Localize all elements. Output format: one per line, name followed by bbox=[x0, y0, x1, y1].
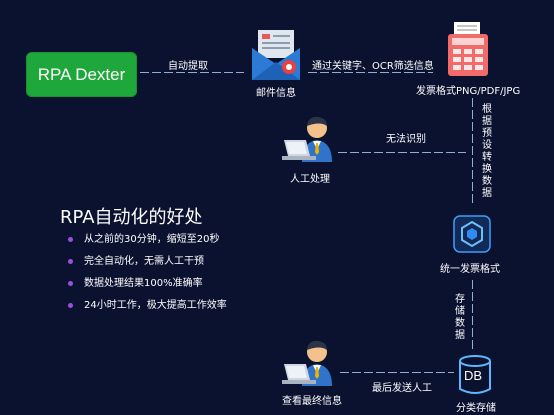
connector-unified-storage bbox=[472, 280, 473, 350]
email-icon bbox=[250, 30, 302, 80]
person-laptop-review-icon bbox=[282, 340, 338, 386]
edge-label-convert: 根据预设转换数据 bbox=[482, 104, 492, 199]
bullet-dot-icon bbox=[68, 259, 73, 264]
node-label-email: 邮件信息 bbox=[256, 88, 296, 99]
db-label: DB bbox=[464, 368, 483, 383]
rpa-dexter-button[interactable]: RPA Dexter bbox=[26, 52, 137, 97]
bullet-dot-icon bbox=[68, 237, 73, 242]
benefit-text: 完全自动化，无需人工干预 bbox=[84, 256, 204, 267]
benefits-list: 从之前的30分钟，缩短至20秒 完全自动化，无需人工干预 数据处理结果100%准… bbox=[68, 233, 227, 321]
connector-storage-review bbox=[340, 372, 454, 373]
bullet-dot-icon bbox=[68, 281, 73, 286]
benefit-item: 数据处理结果100%准确率 bbox=[68, 277, 227, 299]
person-laptop-icon bbox=[282, 116, 338, 162]
node-label-invoice-formats: 发票格式PNG/PDF/JPG bbox=[416, 86, 521, 97]
benefit-text: 24小时工作，极大提高工作效率 bbox=[84, 300, 227, 311]
connector-invoice-unified bbox=[472, 98, 473, 206]
benefit-item: 完全自动化，无需人工干预 bbox=[68, 255, 227, 277]
node-label-storage: 分类存储 bbox=[456, 403, 496, 414]
node-label-unified: 统一发票格式 bbox=[440, 264, 500, 275]
benefits-title: RPA自动化的好处 bbox=[60, 207, 203, 228]
bullet-dot-icon bbox=[68, 303, 73, 308]
benefit-item: 24小时工作，极大提高工作效率 bbox=[68, 299, 227, 321]
node-label-manual: 人工处理 bbox=[290, 174, 330, 185]
unified-format-icon bbox=[452, 214, 492, 254]
edge-label-auto-extract: 自动提取 bbox=[168, 61, 208, 72]
edge-label-filter: 通过关键字、OCR筛选信息 bbox=[312, 61, 434, 72]
connector-email-invoice bbox=[308, 72, 433, 73]
connector-manual bbox=[338, 152, 466, 153]
connector-rpa-email bbox=[140, 72, 244, 73]
benefit-text: 从之前的30分钟，缩短至20秒 bbox=[84, 234, 220, 245]
node-label-review: 查看最终信息 bbox=[282, 396, 342, 407]
benefit-item: 从之前的30分钟，缩短至20秒 bbox=[68, 233, 227, 255]
database-icon bbox=[458, 355, 492, 395]
benefit-text: 数据处理结果100%准确率 bbox=[84, 278, 203, 289]
rpa-dexter-label: RPA Dexter bbox=[37, 64, 126, 84]
invoice-icon bbox=[448, 22, 494, 76]
edge-label-send: 最后发送人工 bbox=[372, 383, 432, 394]
edge-label-cannot-recognize: 无法识别 bbox=[386, 134, 426, 145]
edge-label-store: 存储数据 bbox=[455, 294, 465, 341]
